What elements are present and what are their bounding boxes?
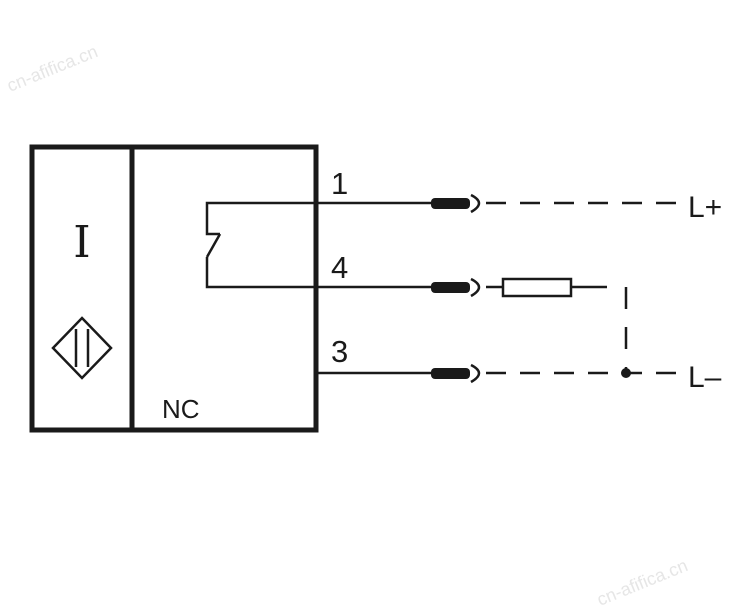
wire-terminal-1 (316, 193, 685, 214)
wire-terminal-3 (316, 363, 685, 384)
connector-plug-4 (431, 282, 470, 293)
watermark-top-left: cn-afifica.cn (4, 41, 101, 96)
connector-plug-3 (431, 368, 470, 379)
terminal-number-3: 3 (331, 334, 348, 369)
supply-positive-label: L+ (688, 191, 722, 224)
connector-socket-1 (470, 193, 481, 214)
output-type-label: NC (162, 394, 200, 424)
supply-negative-label: L– (688, 361, 722, 394)
terminal-number-4: 4 (331, 250, 348, 285)
watermark-bottom-right: cn-afifica.cn (594, 555, 691, 610)
sensor-housing (29, 144, 319, 433)
terminal-number-1: 1 (331, 166, 348, 201)
connector-plug-1 (431, 198, 470, 209)
connector-socket-4 (470, 277, 481, 298)
nc-contact-icon (205, 201, 316, 289)
inductive-sensor-diamond-icon (51, 316, 113, 380)
connector-socket-3 (470, 363, 481, 384)
wire-terminal-4 (316, 277, 628, 373)
junction-dot (621, 368, 631, 378)
sensor-type-letter: I (73, 217, 90, 268)
load-resistor (501, 277, 573, 298)
